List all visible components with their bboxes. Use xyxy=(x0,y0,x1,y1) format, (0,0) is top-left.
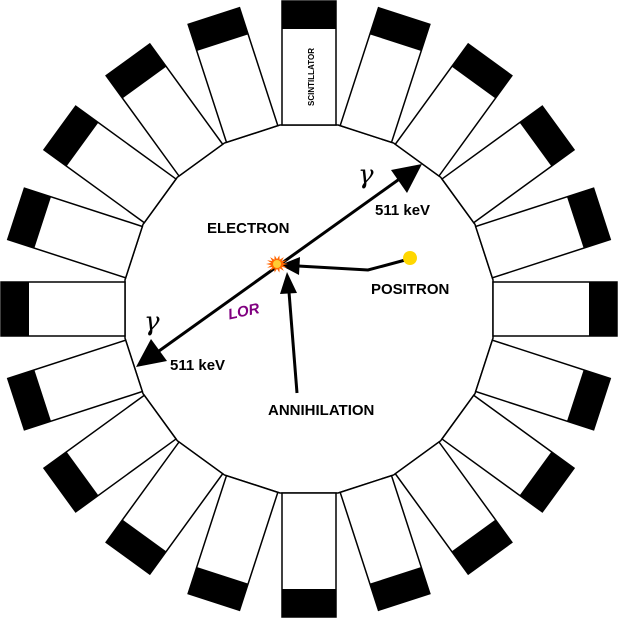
energy-label-lower: 511 keV xyxy=(170,357,225,374)
gamma-arrowhead-lower xyxy=(136,339,167,367)
detector-module xyxy=(440,105,576,224)
photomultiplier-block xyxy=(106,519,167,575)
detector-module xyxy=(0,281,126,337)
energy-label-upper: 511 keV xyxy=(375,202,430,219)
detector-module xyxy=(394,440,513,576)
photomultiplier-block xyxy=(566,188,611,249)
photomultiplier-block xyxy=(451,519,512,575)
detector-module xyxy=(105,42,224,178)
photomultiplier-block xyxy=(282,589,336,617)
photomultiplier-block xyxy=(43,106,99,167)
gamma-arrowhead-upper xyxy=(391,164,422,193)
annihilation-burst xyxy=(266,255,288,273)
annihilation-arrowhead xyxy=(280,272,297,294)
photomultiplier-block xyxy=(188,566,249,611)
photomultiplier-block xyxy=(7,188,52,249)
detector-module xyxy=(281,0,337,126)
detector-module xyxy=(187,6,279,144)
photomultiplier-block xyxy=(43,451,99,512)
detector-module xyxy=(394,42,513,178)
annihilation-burst-core xyxy=(273,260,281,268)
detector-module xyxy=(105,440,224,576)
electron-label: ELECTRON xyxy=(207,220,290,237)
photomultiplier-block xyxy=(369,566,430,611)
positron-dot xyxy=(403,251,417,265)
photomultiplier-block xyxy=(282,1,336,29)
photomultiplier-block xyxy=(589,282,617,336)
gamma-symbol-lower: γ xyxy=(144,307,160,337)
detector-module xyxy=(339,474,431,612)
photomultiplier-block xyxy=(519,106,575,167)
annihilation-label: ANNIHILATION xyxy=(268,402,374,419)
detector-module xyxy=(474,339,612,431)
detector-module xyxy=(440,394,576,513)
detector-module xyxy=(42,105,178,224)
positron-path xyxy=(280,257,410,275)
annihilation-arrow-line xyxy=(287,291,299,394)
detector-module xyxy=(42,394,178,513)
detector-module xyxy=(6,339,144,431)
detector-module xyxy=(6,187,144,279)
detector-module xyxy=(281,492,337,618)
detector-module xyxy=(187,474,279,612)
positron-label: POSITRON xyxy=(371,281,449,298)
detector-module xyxy=(492,281,618,337)
photomultiplier-block xyxy=(106,43,167,99)
photomultiplier-block xyxy=(188,7,249,52)
detector-module xyxy=(339,6,431,144)
gamma-symbol-upper: γ xyxy=(358,160,374,190)
photomultiplier-block xyxy=(1,282,29,336)
detector-bore xyxy=(124,124,494,494)
annihilation-arrow xyxy=(280,272,299,394)
lor-label: LOR xyxy=(227,300,262,323)
positron-path-line xyxy=(297,257,410,272)
photomultiplier-block xyxy=(7,369,52,430)
photomultiplier-block xyxy=(451,43,512,99)
scintillator-label: SCINTILLATOR xyxy=(307,48,316,106)
photomultiplier-block xyxy=(369,7,430,52)
photomultiplier-block xyxy=(519,451,575,512)
detector-module xyxy=(474,187,612,279)
photomultiplier-block xyxy=(566,369,611,430)
positron-arrowhead xyxy=(280,257,300,275)
